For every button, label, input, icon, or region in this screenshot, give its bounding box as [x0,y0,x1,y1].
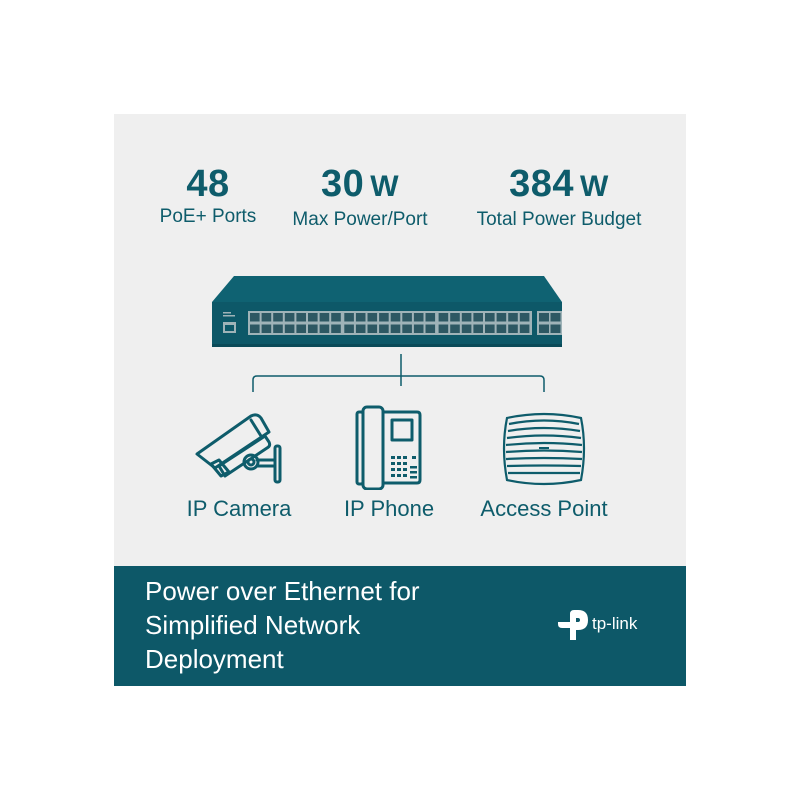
connection-lines [252,354,545,392]
stat-value: 48 [186,163,230,205]
stat-label: PoE+ Ports [159,206,257,227]
brand-name: tp-link [592,614,638,633]
stat-label: Total Power Budget [476,209,642,230]
headline-line: Deployment [145,644,284,674]
ethernet-ports [250,313,530,333]
device-label: Access Point [480,496,608,521]
device-label: IP Phone [343,496,435,521]
tp-link-logo: tp-link [556,608,656,644]
device-label: IP Camera [186,496,292,521]
access-point-icon [502,412,586,486]
headline-line: Power over Ethernet for [145,576,420,606]
device-ip-camera: IP Camera [174,410,304,522]
stat-label: Max Power/Port [292,209,428,230]
device-ip-phone: IP Phone [324,404,454,522]
headline-line: Simplified Network [145,610,361,640]
tagline-headline: Power over Ethernet for Simplified Netwo… [145,574,505,676]
tp-link-logo-icon [558,610,588,640]
ip-camera-icon [195,413,282,484]
stat-unit: W [370,170,400,203]
stat-poe-ports: 48 PoE+ Ports [152,162,264,228]
stat-unit: W [580,170,609,203]
tagline-banner: Power over Ethernet for Simplified Netwo… [114,566,686,686]
network-switch-icon [212,276,562,347]
ip-phone-icon [355,405,422,490]
device-access-point: Access Point [464,410,624,522]
